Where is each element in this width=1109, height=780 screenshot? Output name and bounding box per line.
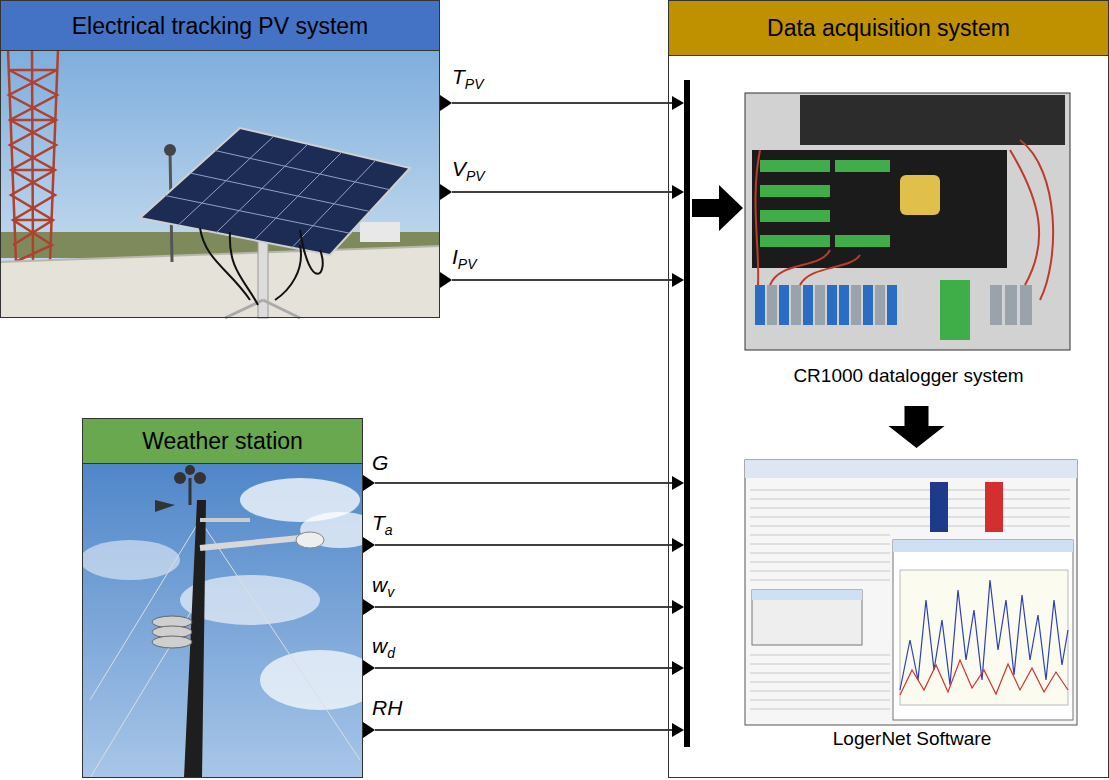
- arrow-head: [672, 185, 684, 199]
- arrow-head: [672, 476, 684, 490]
- panel-header: Weather station: [83, 419, 362, 464]
- signal-label: Ta: [372, 512, 393, 537]
- signal-connector: [440, 272, 684, 288]
- signal-label: RH: [372, 697, 402, 718]
- signal-label: VPV: [452, 158, 485, 183]
- signal-connector: [440, 184, 684, 200]
- arrow-head: [672, 273, 684, 287]
- panel-header: Electrical tracking PV system: [1, 1, 439, 51]
- signal-connector: [889, 406, 945, 448]
- port-triangle: [363, 537, 375, 553]
- figure-caption: LogerNet Software: [745, 728, 1079, 750]
- arrow-head: [672, 723, 684, 737]
- port-triangle: [363, 599, 375, 615]
- signal-connector: [363, 660, 684, 676]
- block-arrow: [692, 185, 743, 231]
- port-triangle: [363, 660, 375, 676]
- signal-connector: [363, 537, 684, 553]
- pv-photo: [0, 50, 440, 318]
- signal-label: IPV: [452, 246, 477, 271]
- software-screenshot: [745, 460, 1077, 725]
- port-triangle: [440, 95, 452, 111]
- signal-label: wd: [372, 635, 395, 660]
- port-triangle: [363, 722, 375, 738]
- datalogger-photo: [745, 93, 1070, 350]
- block-arrow: [889, 406, 945, 448]
- signal-label: G: [372, 452, 388, 473]
- weather-photo: [80, 463, 380, 778]
- software-figure: LogerNet Software: [745, 460, 1079, 760]
- signal-connector: [363, 722, 684, 738]
- system-panel: Weather station: [82, 418, 363, 778]
- system-panel: Data acquisition systemCR1000 datalogger…: [668, 0, 1109, 778]
- port-triangle: [440, 184, 452, 200]
- panel-header: Data acquisition system: [669, 1, 1108, 56]
- arrow-head: [672, 96, 684, 110]
- signal-connector: [692, 185, 743, 231]
- figure-caption: CR1000 datalogger system: [745, 365, 1072, 387]
- signal-label: wv: [372, 574, 394, 599]
- device-figure: CR1000 datalogger system: [745, 93, 1072, 400]
- arrow-head: [672, 538, 684, 552]
- signal-label: TPV: [452, 66, 484, 91]
- system-panel: Electrical tracking PV system: [0, 0, 440, 318]
- signal-connector: [363, 475, 684, 491]
- signal-bus: [684, 80, 690, 747]
- port-triangle: [363, 475, 375, 491]
- signal-connector: [440, 95, 684, 111]
- arrow-head: [672, 600, 684, 614]
- signal-connector: [363, 599, 684, 615]
- port-triangle: [440, 272, 452, 288]
- arrow-head: [672, 661, 684, 675]
